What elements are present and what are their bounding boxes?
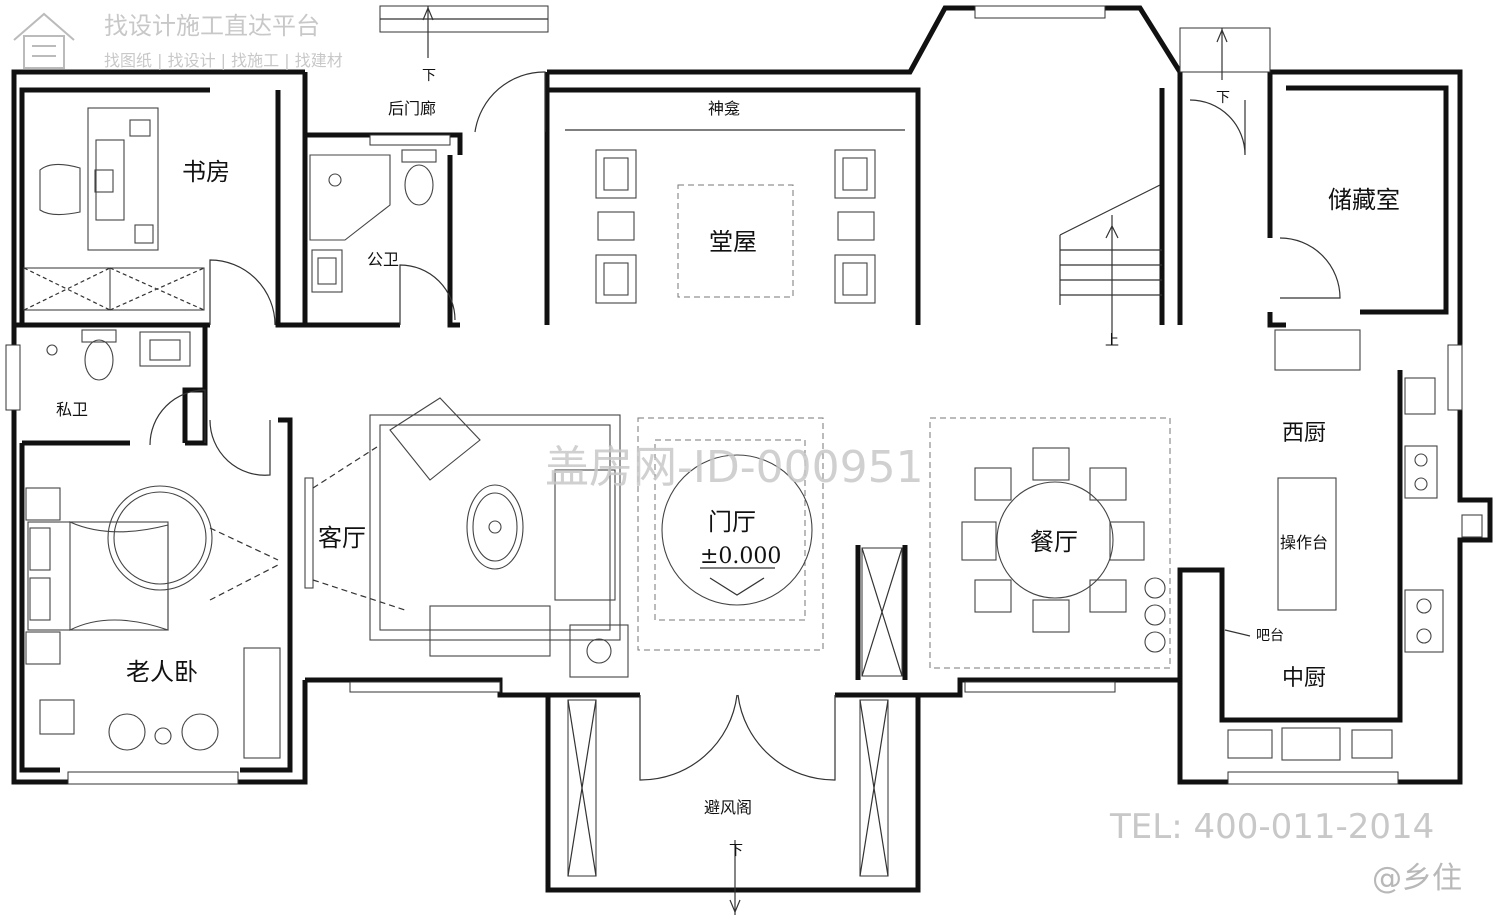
public-bath-fixtures xyxy=(309,149,437,293)
private-bath-fixtures xyxy=(46,329,191,381)
elevation-mark: ±0.000 xyxy=(700,544,781,569)
brand-title: 找设计施工直达平台 xyxy=(104,12,320,40)
living-label: 客厅 xyxy=(318,524,366,552)
foyer-rug xyxy=(637,417,824,651)
storage-label: 储藏室 xyxy=(1328,186,1400,214)
down-mark-back: 下 xyxy=(422,68,436,84)
back-porch-label: 后门廊 xyxy=(388,99,436,118)
house-logo-icon xyxy=(13,12,75,69)
brand-subtitle: 找图纸 | 找设计 | 找施工 | 找建材 xyxy=(104,51,343,70)
study-label: 书房 xyxy=(182,158,230,186)
hall-furniture xyxy=(595,149,876,304)
study-cabinet xyxy=(23,267,205,311)
vestibule-label: 避风阁 xyxy=(704,798,752,817)
chinese-kitchen-label: 中厨 xyxy=(1282,666,1326,691)
work-counter-label: 操作台 xyxy=(1280,533,1328,552)
western-kitchen-label: 西厨 xyxy=(1282,421,1326,446)
dining-table xyxy=(929,417,1171,669)
kitchen-fixtures xyxy=(1224,329,1483,761)
foyer-label: 门厅 xyxy=(708,508,756,536)
vestibule-glazing xyxy=(567,547,903,877)
id-watermark: 盖房网-ID-000951 xyxy=(545,442,924,493)
staircase xyxy=(1059,184,1162,345)
shrine-label: 神龛 xyxy=(708,99,740,118)
dining-label: 餐厅 xyxy=(1030,528,1078,556)
private-bath-label: 私卫 xyxy=(56,400,88,419)
living-rug xyxy=(369,414,621,641)
up-mark: 上 xyxy=(1105,333,1119,349)
public-bath-label: 公卫 xyxy=(367,250,399,269)
study-desk xyxy=(39,107,159,251)
elder-bedroom-label: 老人卧 xyxy=(126,658,198,686)
bar-label: 吧台 xyxy=(1256,628,1284,644)
down-mark-side: 下 xyxy=(1216,90,1230,106)
doors xyxy=(149,71,1341,781)
hall-label: 堂屋 xyxy=(709,228,757,256)
handle-watermark: @乡住 xyxy=(1372,861,1462,896)
direction-arrows xyxy=(422,6,1228,915)
living-sofas xyxy=(304,397,629,678)
down-mark-front: 下 xyxy=(729,843,743,859)
tel-watermark: TEL: 400-011-2014 xyxy=(1109,807,1434,847)
bedroom-furniture xyxy=(25,485,281,759)
windows xyxy=(5,5,1463,785)
